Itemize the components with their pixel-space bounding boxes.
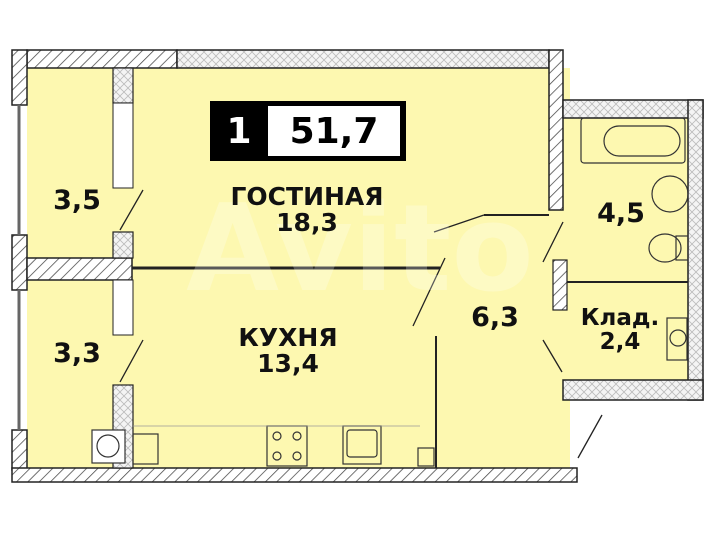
fixtures [91,117,689,467]
room-balcony-top-area: 3,5 [53,185,101,216]
room-kitchen: КУХНЯ 13,4 [218,323,358,379]
room-bathroom-area: 4,5 [597,198,645,229]
room-bathroom: 4,5 [586,198,656,229]
room-kitchen-name: КУХНЯ [238,323,338,352]
room-living-area: 18,3 [276,208,338,238]
room-kitchen-area: 13,4 [257,349,319,379]
room-living-name: ГОСТИНАЯ [230,182,384,211]
room-living: ГОСТИНАЯ 18,3 [212,182,402,238]
rooms-count: 1 [226,110,252,152]
room-hallway-area: 6,3 [471,302,519,333]
room-hallway: 6,3 [460,302,530,333]
room-storage-name: Клад. [580,305,660,331]
room-storage-area: 2,4 [599,329,641,356]
door-swings [119,189,603,459]
total-area: 51,7 [268,106,400,156]
watermark: Avito [186,180,534,319]
room-storage: Клад. 2,4 [575,306,665,354]
room-balcony-top: 3,5 [42,185,112,216]
apartment-badge: 1 51,7 [210,101,406,161]
room-balcony-bottom: 3,3 [42,338,112,369]
room-balcony-bottom-area: 3,3 [53,338,101,369]
